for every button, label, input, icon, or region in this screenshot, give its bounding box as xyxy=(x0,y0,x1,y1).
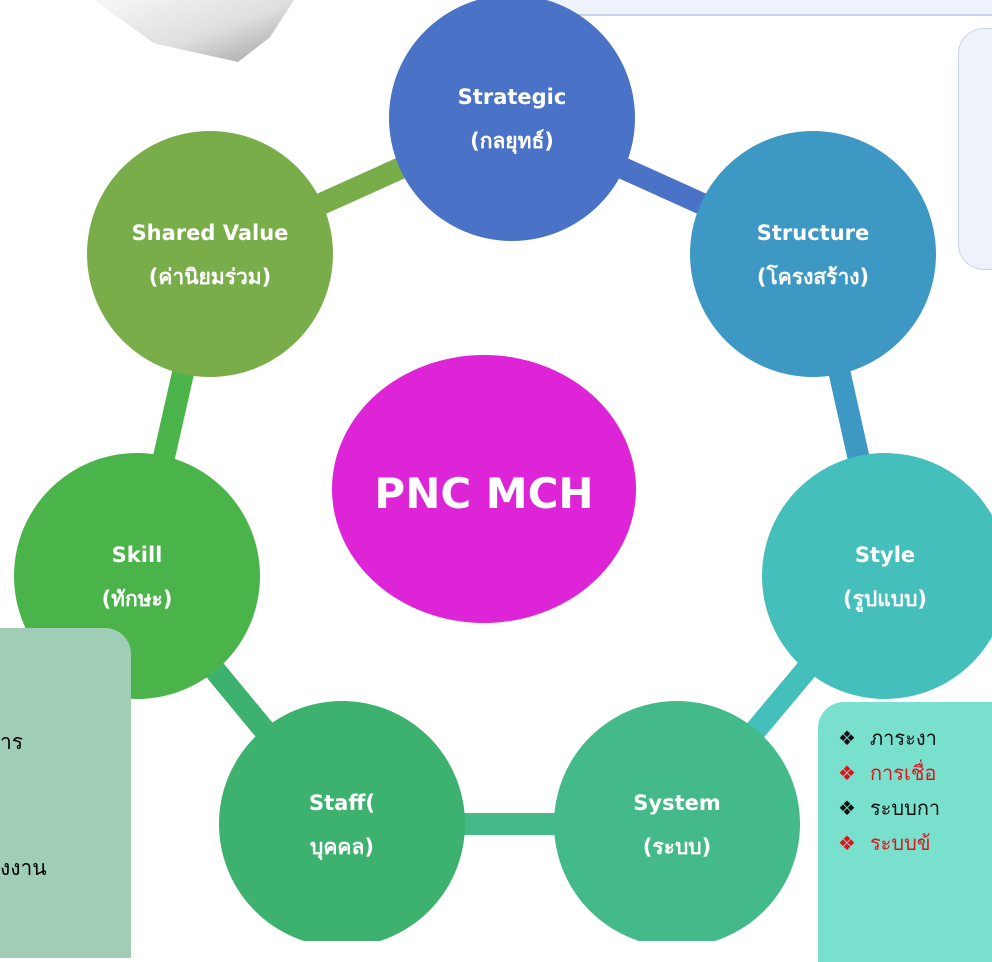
right-panel-item: ❖ภาระงา xyxy=(838,726,937,750)
node-circle-shared-value xyxy=(87,131,333,377)
node-title-staff: Staff( xyxy=(309,791,375,815)
node-title-strategic: Strategic xyxy=(458,85,567,109)
node-title-system: System xyxy=(633,791,720,815)
node-subtitle-structure: (โครงสร้าง) xyxy=(757,264,869,289)
node-circle-strategic xyxy=(389,0,635,241)
node-circle-style xyxy=(762,453,992,699)
node-subtitle-skill: (ทักษะ) xyxy=(102,587,173,611)
diagram-nodes: Strategic(กลยุทธ์)Structure(โครงสร้าง)St… xyxy=(14,0,992,941)
right-notes-panel: ❖ภาระงา ❖การเชื่อ ❖ระบบกา ❖ระบบข้ xyxy=(818,702,992,962)
node-subtitle-style: (รูปแบบ) xyxy=(843,587,927,613)
center-node[interactable]: PNC MCH xyxy=(332,355,636,623)
node-circle-structure xyxy=(690,131,936,377)
diamond-bullet-icon: ❖ xyxy=(838,726,856,750)
top-info-strip xyxy=(548,0,992,16)
7s-diagram: Strategic(กลยุทธ์)Structure(โครงสร้าง)St… xyxy=(14,0,992,941)
node-shared-value[interactable]: Shared Value (ค่านิยมร่วม) xyxy=(87,131,333,377)
node-title-style: Style xyxy=(855,543,915,567)
node-staff[interactable]: Staff( บุคคล) xyxy=(219,701,465,941)
node-structure[interactable]: Structure (โครงสร้าง) xyxy=(690,131,936,377)
right-panel-item: ❖การเชื่อ xyxy=(838,761,937,785)
node-title-shared-value: Shared Value xyxy=(132,221,289,245)
node-circle-staff xyxy=(219,701,465,941)
left-notes-panel: าร ังงาน xyxy=(0,628,131,958)
left-panel-line1: าร xyxy=(0,730,24,754)
node-circle-system xyxy=(554,701,800,941)
diamond-bullet-icon: ❖ xyxy=(838,761,856,785)
right-panel-item: ❖ระบบข้ xyxy=(838,831,931,855)
diamond-bullet-icon: ❖ xyxy=(838,831,856,855)
center-circle xyxy=(332,355,636,623)
node-subtitle-system: (ระบบ) xyxy=(643,835,711,859)
node-subtitle-shared-value: (ค่านิยมร่วม) xyxy=(149,265,271,289)
node-title-skill: Skill xyxy=(112,543,163,567)
left-panel-line2: ังงาน xyxy=(0,856,47,880)
node-style[interactable]: Style (รูปแบบ) xyxy=(762,453,992,699)
node-subtitle-staff: บุคคล) xyxy=(310,835,374,861)
top-right-panel xyxy=(958,28,992,270)
node-title-structure: Structure xyxy=(757,221,870,245)
center-label: PNC MCH xyxy=(374,469,593,518)
node-subtitle-strategic: (กลยุทธ์) xyxy=(470,129,554,155)
diamond-bullet-icon: ❖ xyxy=(838,796,856,820)
right-panel-item: ❖ระบบกา xyxy=(838,796,941,820)
node-strategic[interactable]: Strategic (กลยุทธ์) xyxy=(389,0,635,241)
node-system[interactable]: System (ระบบ) xyxy=(554,701,800,941)
